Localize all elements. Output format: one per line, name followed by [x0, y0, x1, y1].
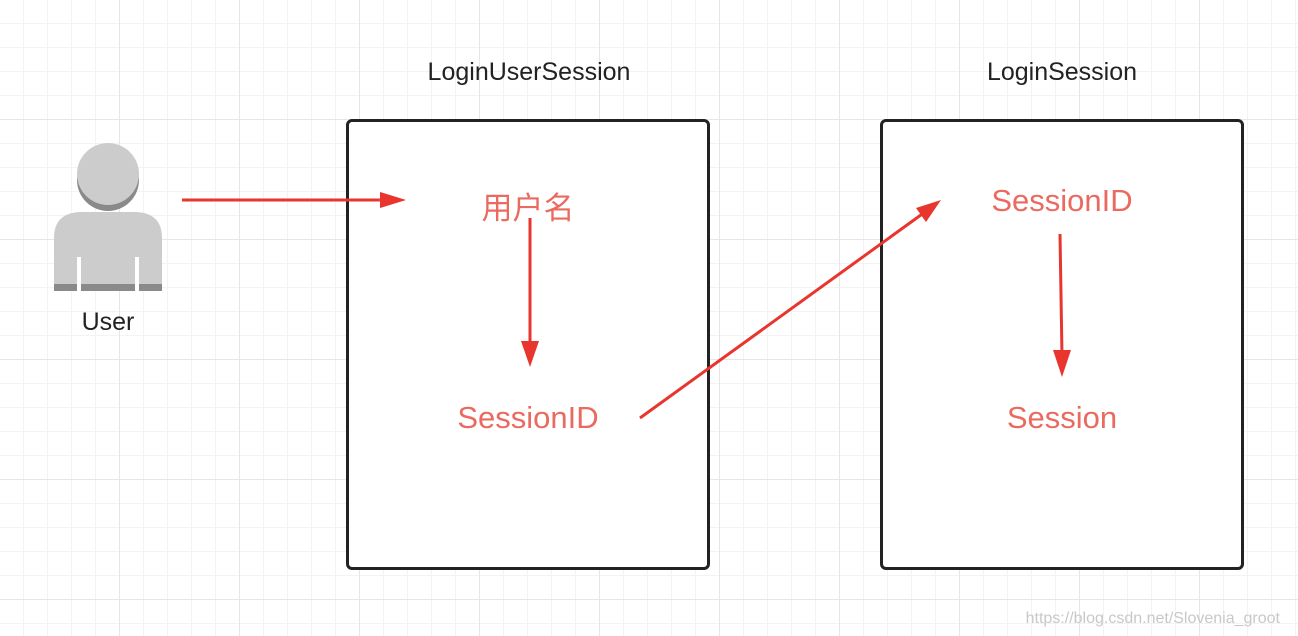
watermark-text: https://blog.csdn.net/Slovenia_groot [1025, 610, 1280, 627]
session-label: Session [1006, 400, 1118, 435]
session-id-label-1: SessionID [457, 400, 599, 435]
user-label: User [81, 308, 135, 336]
login-user-session-title: LoginUserSession [427, 58, 631, 86]
login-session-title: LoginSession [986, 58, 1138, 86]
username-label: 用户名 [481, 191, 575, 226]
session-id-label-2: SessionID [991, 183, 1133, 218]
